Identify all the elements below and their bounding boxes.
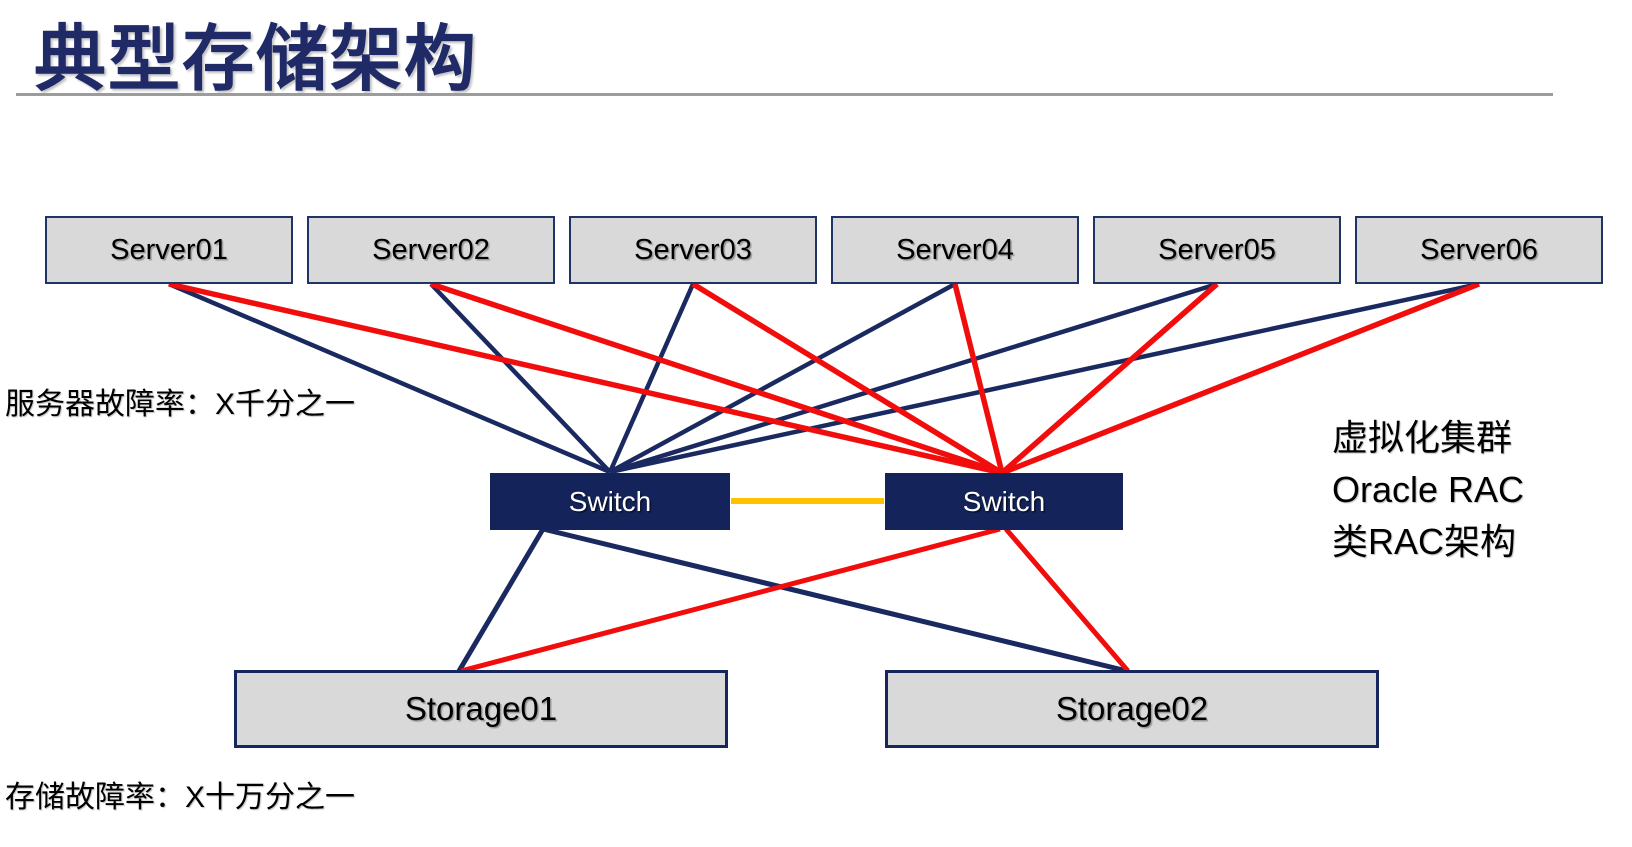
node-server01: Server01 bbox=[45, 216, 293, 284]
node-switch1: Switch bbox=[490, 473, 730, 530]
link-server01-switch2 bbox=[168, 281, 1003, 476]
node-server04-label: Server04 bbox=[896, 233, 1014, 266]
link-server06-switch1 bbox=[609, 281, 1480, 475]
node-storage02: Storage02 bbox=[885, 670, 1379, 748]
link-server05-switch1 bbox=[609, 281, 1218, 475]
node-storage01: Storage01 bbox=[234, 670, 728, 748]
link-switch1-storage01 bbox=[456, 527, 546, 673]
link-switch2-storage01 bbox=[460, 526, 1001, 674]
link-server02-switch1 bbox=[429, 282, 612, 474]
node-switch1-label: Switch bbox=[568, 485, 652, 517]
cluster-note-line-2: Oracle RAC bbox=[1332, 469, 1525, 510]
link-server03-switch1 bbox=[607, 283, 696, 473]
page-title: 典型存储架构 bbox=[34, 20, 479, 100]
node-server05: Server05 bbox=[1093, 216, 1341, 284]
link-server01-switch1 bbox=[168, 281, 611, 475]
cluster-note-line-1: 虚拟化集群 bbox=[1332, 417, 1513, 458]
node-switch2: Switch bbox=[885, 473, 1123, 530]
node-server06-label: Server06 bbox=[1420, 233, 1538, 266]
link-switch1-storage02 bbox=[542, 526, 1128, 674]
link-server05-switch2 bbox=[1000, 281, 1219, 476]
node-storage01-label: Storage01 bbox=[404, 690, 558, 727]
title-divider bbox=[16, 93, 1553, 96]
node-server03-label: Server03 bbox=[634, 233, 752, 266]
node-server02: Server02 bbox=[307, 216, 555, 284]
link-server02-switch2 bbox=[430, 281, 1003, 476]
node-server03: Server03 bbox=[569, 216, 817, 284]
node-server04: Server04 bbox=[831, 216, 1079, 284]
link-server04-switch1 bbox=[608, 282, 957, 474]
node-storage02-label: Storage02 bbox=[1055, 690, 1209, 727]
node-server02-label: Server02 bbox=[372, 233, 490, 266]
cluster-note-line-3: 类RAC架构 bbox=[1332, 521, 1517, 562]
link-server06-switch2 bbox=[1000, 281, 1481, 476]
cluster-note: 虚拟化集群 Oracle RAC 类RAC架构 bbox=[1332, 412, 1524, 568]
link-server03-switch2 bbox=[691, 281, 1004, 476]
server-failure-rate-label: 服务器故障率：X千分之一 bbox=[5, 388, 356, 421]
node-switch2-label: Switch bbox=[962, 485, 1046, 517]
link-server04-switch2 bbox=[952, 283, 1005, 474]
node-server06: Server06 bbox=[1355, 216, 1603, 284]
storage-failure-rate-label: 存储故障率：X十万分之一 bbox=[5, 781, 356, 814]
node-server05-label: Server05 bbox=[1158, 233, 1276, 266]
link-switch2-storage02 bbox=[1004, 527, 1130, 673]
node-server01-label: Server01 bbox=[110, 233, 228, 266]
